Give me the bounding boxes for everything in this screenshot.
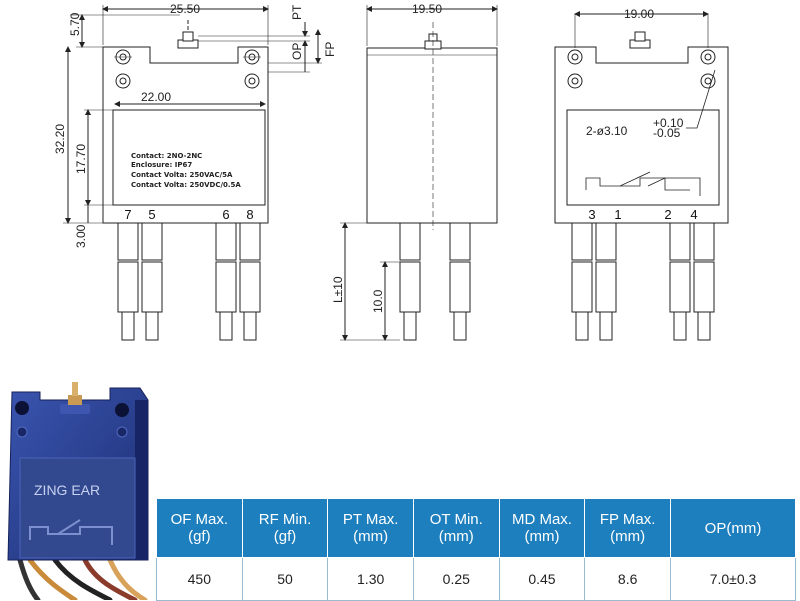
pin-label-1: 1 <box>614 207 621 222</box>
dim-height-label: 17.70 <box>74 144 88 174</box>
dim-op: OP <box>290 43 304 60</box>
value-rf-min: 50 <box>241 557 329 601</box>
value-pt-max: 1.30 <box>327 557 414 601</box>
dim-top-offset: 5.70 <box>68 12 82 36</box>
value-fp-max: 8.6 <box>584 557 671 601</box>
value-of-max: 450 <box>156 557 243 601</box>
product-photo <box>7 382 149 600</box>
pin-label-8: 8 <box>246 207 253 222</box>
pin-label-7: 7 <box>124 207 131 222</box>
front-view <box>63 5 322 341</box>
spec-header-row: OF Max.(gf) RF Min.(gf) PT Max.(mm) OT M… <box>156 498 796 558</box>
back-view <box>554 11 729 341</box>
side-view <box>340 5 498 341</box>
pin-label-5: 5 <box>148 207 155 222</box>
pin-label-6: 6 <box>222 207 229 222</box>
label-line-3: Contact Volta: 250VAC/5A <box>131 171 233 179</box>
dim-back-width: 19.00 <box>624 7 654 21</box>
pin-label-2: 2 <box>664 207 671 222</box>
dim-bottom-gap: 3.00 <box>74 224 88 248</box>
dim-hole-tol-minus: -0.05 <box>653 126 681 140</box>
photo-brand: ZING EAR <box>34 482 100 498</box>
dim-hole-tol-plus: +0.10 <box>653 116 684 130</box>
value-op: 7.0±0.3 <box>670 557 796 601</box>
dim-height-total: 32.20 <box>53 124 67 154</box>
dim-pt: PT <box>290 4 304 20</box>
front-pins <box>117 222 261 341</box>
dim-inner-width: 22.00 <box>141 90 171 104</box>
dim-pin-length: L±10 <box>331 276 345 303</box>
pin-label-4: 4 <box>690 207 697 222</box>
value-md-max: 0.45 <box>498 557 586 601</box>
header-op: OP(mm) <box>670 498 796 558</box>
header-of-max: OF Max.(gf) <box>156 498 243 558</box>
spec-table: OF Max.(gf) RF Min.(gf) PT Max.(mm) OT M… <box>156 498 796 601</box>
pin-label-3: 3 <box>588 207 595 222</box>
header-ot-min: OT Min.(mm) <box>412 498 500 558</box>
spec-value-row: 450 50 1.30 0.25 0.45 8.6 7.0±0.3 <box>156 557 796 601</box>
dim-pin-insert: 10.0 <box>371 289 385 313</box>
header-rf-min: RF Min.(gf) <box>241 498 329 558</box>
label-line-1: Contact: 2NO-2NC <box>131 152 202 160</box>
dim-side-width: 19.50 <box>412 2 442 16</box>
header-pt-max: PT Max.(mm) <box>327 498 414 558</box>
value-ot-min: 0.25 <box>412 557 500 601</box>
label-line-4: Contact Volta: 250VDC/0.5A <box>131 181 241 189</box>
dim-front-width: 25.50 <box>170 2 200 16</box>
header-md-max: MD Max.(mm) <box>498 498 586 558</box>
label-line-2: Enclosure: IP67 <box>131 161 192 169</box>
dim-hole: 2-ø3.10 <box>586 124 628 138</box>
header-fp-max: FP Max.(mm) <box>584 498 671 558</box>
dim-fp: FP <box>323 42 337 57</box>
